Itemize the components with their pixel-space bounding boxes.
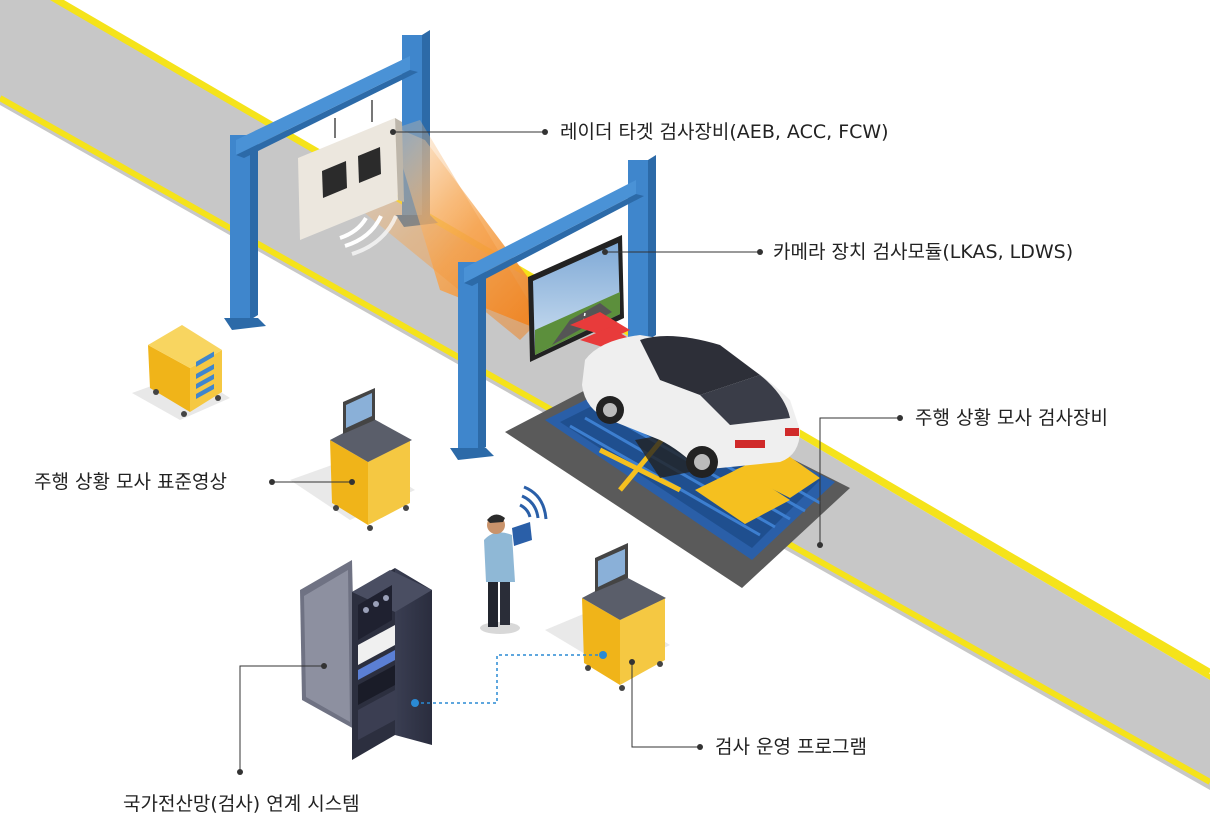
camera-gantry	[450, 155, 656, 460]
leader-lines	[239, 131, 900, 772]
program-label: 검사 운영 프로그램	[715, 736, 867, 758]
car-icon	[582, 335, 800, 478]
driving-video-label: 주행 상황 모사 표준영상	[34, 471, 227, 493]
tool-cabinet-icon	[132, 325, 230, 420]
radar-target-icon	[298, 100, 404, 256]
inspector-with-tablet-icon	[480, 485, 548, 634]
video-station-icon	[290, 388, 415, 531]
network-link-line	[415, 654, 603, 704]
network-label: 국가전산망(검사) 연계 시스템	[123, 793, 360, 815]
program-station-icon	[545, 543, 670, 691]
driving-equipment-label: 주행 상황 모사 검사장비	[915, 407, 1108, 429]
server-rack-icon	[300, 560, 432, 760]
radar-label: 레이더 타겟 검사장비(AEB, ACC, FCW)	[560, 121, 889, 143]
camera-label: 카메라 장치 검사모듈(LKAS, LDWS)	[773, 241, 1074, 263]
